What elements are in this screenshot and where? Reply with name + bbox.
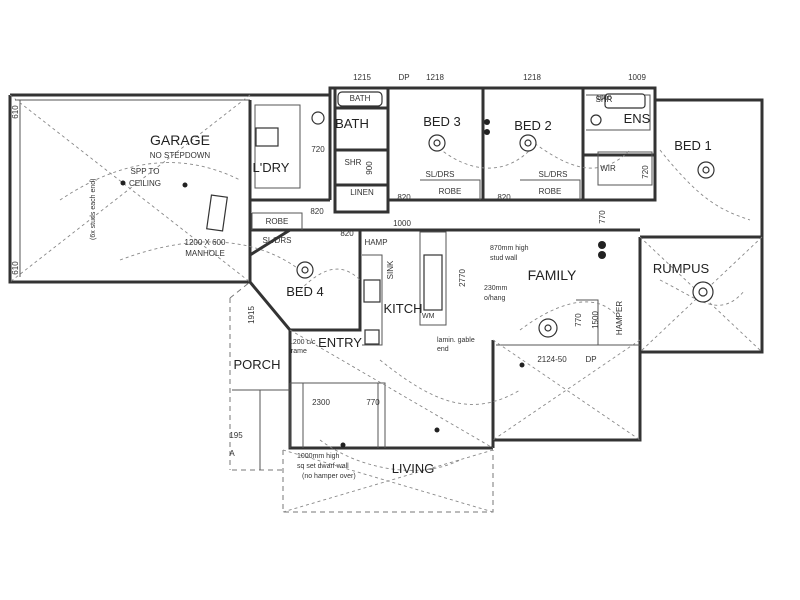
label-sldrs2: SL/DRS xyxy=(539,170,568,179)
label-bed1: BED 1 xyxy=(674,138,712,153)
dim-1000b: 1000 xyxy=(596,95,612,102)
label-kitchen: KITCH xyxy=(384,301,423,316)
note-nohamper: (no hamper over) xyxy=(302,473,356,480)
label-rumpus: RUMPUS xyxy=(653,261,710,276)
note-230: 230mm xyxy=(484,285,508,292)
note-entry: 1200 c/c xyxy=(289,339,316,346)
note-870: 870mm high xyxy=(490,245,529,252)
bathtub-icon xyxy=(337,91,383,107)
label-bath-top: BATH xyxy=(350,94,371,103)
label-laundry: L'DRY xyxy=(253,160,290,175)
dim-720a: 720 xyxy=(311,145,325,154)
label-linen: LINEN xyxy=(350,188,374,197)
note-ohang: o/hang xyxy=(484,295,506,302)
label-a: A xyxy=(229,449,235,458)
dim-900: 900 xyxy=(365,161,374,175)
label-sldrs1: SL/DRS xyxy=(426,170,455,179)
label-wir: WIR xyxy=(600,164,616,173)
dim-dp: DP xyxy=(398,73,409,82)
label-wm: WM xyxy=(422,313,435,320)
label-sldrs3: SL/DRS xyxy=(263,236,292,245)
note-studs: (6x studs each end) xyxy=(90,179,97,240)
sink-icon xyxy=(363,279,381,303)
dim-770b: 770 xyxy=(574,313,583,327)
note-lamin: lamin. gable xyxy=(437,337,475,344)
label-bed3: BED 3 xyxy=(423,114,461,129)
note-dwarf: sq set dwarf wall xyxy=(297,463,349,470)
label-robe1: ROBE xyxy=(439,187,462,196)
dimension-labels: 1215 DP 1218 1218 1009 610 610 720 720 8… xyxy=(11,73,650,480)
label-living: LIVING xyxy=(392,461,435,476)
label-entry: ENTRY xyxy=(318,335,362,350)
dim-1000: 1000 xyxy=(393,219,411,228)
label-robe3: ROBE xyxy=(266,217,289,226)
note-1000h: 1000mm high xyxy=(297,453,340,460)
dim-610a: 610 xyxy=(11,105,20,119)
dim-2770: 2770 xyxy=(458,269,467,287)
dim-820b: 820 xyxy=(397,193,411,202)
label-garage: GARAGE xyxy=(150,132,210,148)
laundry-tub-icon xyxy=(255,127,279,147)
label-shr2: SHR xyxy=(596,95,613,104)
label-hamp: HAMP xyxy=(364,238,387,247)
label-ens: ENS xyxy=(624,111,651,126)
dim-1500: 1500 xyxy=(591,311,600,329)
dim-820d: 820 xyxy=(340,229,354,238)
dim-720b: 720 xyxy=(641,165,650,179)
dim-1218b: 1218 xyxy=(523,73,541,82)
label-bed4: BED 4 xyxy=(286,284,324,299)
note-end: end xyxy=(437,346,449,353)
label-manhole: MANHOLE xyxy=(185,249,225,258)
label-sink: SINK xyxy=(386,260,395,279)
label-bed2: BED 2 xyxy=(514,118,552,133)
dim-820a: 820 xyxy=(310,207,324,216)
dim-770c: 770 xyxy=(366,398,380,407)
toilet-icon xyxy=(590,114,602,126)
label-bath: BATH xyxy=(335,116,369,131)
label-garage-ceiling: CEILING xyxy=(129,179,161,188)
fridge-icon xyxy=(364,329,380,345)
label-shr: SHR xyxy=(345,158,362,167)
toilet-icon xyxy=(311,111,325,125)
label-garage-note: NO STEPDOWN xyxy=(150,151,211,160)
cooktop-icon xyxy=(423,254,443,311)
dim-1009: 1009 xyxy=(628,73,646,82)
dim-195: 195 xyxy=(229,431,243,440)
interior-walls xyxy=(248,88,657,448)
dim-1218a: 1218 xyxy=(426,73,444,82)
dim-1215: 1215 xyxy=(353,73,371,82)
label-garage-spp: SPP TO xyxy=(131,167,160,176)
dim-820c: 820 xyxy=(497,193,511,202)
label-robe2: ROBE xyxy=(539,187,562,196)
note-entry2: frame xyxy=(289,348,307,355)
smoke-detector-icon xyxy=(598,241,606,249)
dim-2300: 2300 xyxy=(312,398,330,407)
label-hamper: HAMPER xyxy=(615,301,624,335)
fixtures xyxy=(120,91,715,448)
dim-610b: 610 xyxy=(11,261,20,275)
label-manhole-size: 1200 X 600 xyxy=(185,238,226,247)
label-porch: PORCH xyxy=(234,357,281,372)
exterior-walls xyxy=(8,86,764,513)
room-labels: GARAGE NO STEPDOWN SPP TO CEILING 1200 X… xyxy=(129,94,712,476)
dim-2124: 2124-50 xyxy=(537,355,567,364)
manhole-icon xyxy=(206,194,228,232)
label-family: FAMILY xyxy=(528,267,577,283)
dim-770a: 770 xyxy=(598,210,607,224)
dim-1915: 1915 xyxy=(247,306,256,324)
dim-dp2: DP xyxy=(585,355,596,364)
note-stud: stud wall xyxy=(490,255,518,262)
shower-icon xyxy=(604,93,646,109)
